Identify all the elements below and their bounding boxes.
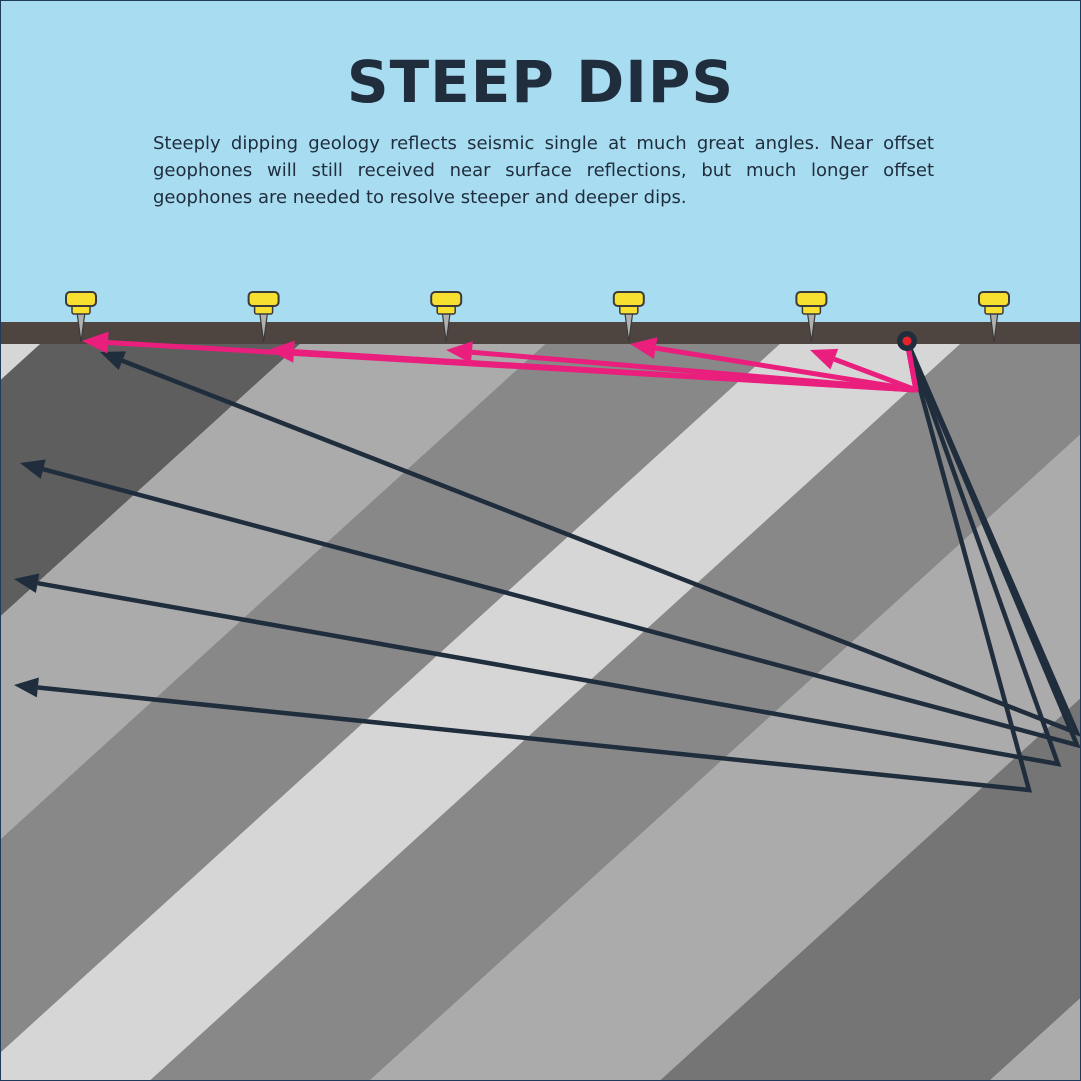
diagram-description: Steeply dipping geology reflects seismic… xyxy=(153,133,934,208)
geophone-head xyxy=(795,291,828,307)
geophone-icon xyxy=(247,291,280,343)
geophone-icon xyxy=(978,291,1010,343)
diagram-title: STEEP DIPS xyxy=(346,48,735,116)
deep-ray xyxy=(20,340,1081,749)
geophone-array xyxy=(65,291,1010,343)
deep-ray-path xyxy=(37,340,1062,767)
geophone-icon xyxy=(430,291,463,343)
geophone-head xyxy=(430,291,463,307)
deep-reflection-rays xyxy=(14,340,1081,793)
stratum-band xyxy=(989,997,1081,1081)
geophone-head xyxy=(978,291,1010,307)
dipping-strata xyxy=(0,344,1081,1081)
geophone-icon xyxy=(795,291,828,343)
deep-ray-path xyxy=(42,340,1081,749)
geophone-head xyxy=(65,291,97,307)
deep-ray-path xyxy=(37,340,1033,793)
ray-arrowhead xyxy=(630,337,658,359)
geophone-head xyxy=(612,291,645,307)
stratum-band xyxy=(0,344,300,617)
stratum-band xyxy=(0,344,545,840)
stratum-band xyxy=(0,344,960,1081)
geophone-head xyxy=(247,291,280,307)
ray-arrowhead xyxy=(100,351,126,371)
geophone-icon xyxy=(65,291,97,343)
shallow-ray-path xyxy=(833,340,919,393)
ray-arrowhead xyxy=(14,677,39,698)
geophone-icon xyxy=(612,291,645,343)
stratum-band xyxy=(149,344,1081,1081)
ground-surface xyxy=(0,322,1081,344)
stratum-band xyxy=(0,344,780,1054)
shot-source-icon xyxy=(897,331,917,351)
stratum-band xyxy=(0,344,40,381)
ray-arrowhead xyxy=(446,341,473,364)
ray-arrowhead xyxy=(810,348,839,370)
deep-ray xyxy=(14,340,1033,793)
ray-arrowhead xyxy=(268,340,295,363)
ray-arrowhead xyxy=(20,459,46,479)
sky-background xyxy=(0,0,1081,322)
ray-arrowhead xyxy=(82,331,109,354)
ray-arrowhead xyxy=(14,573,40,594)
stratum-band xyxy=(659,697,1081,1081)
shallow-ray xyxy=(810,340,919,393)
shallow-reflection-rays xyxy=(82,331,919,393)
deep-ray xyxy=(14,340,1062,767)
